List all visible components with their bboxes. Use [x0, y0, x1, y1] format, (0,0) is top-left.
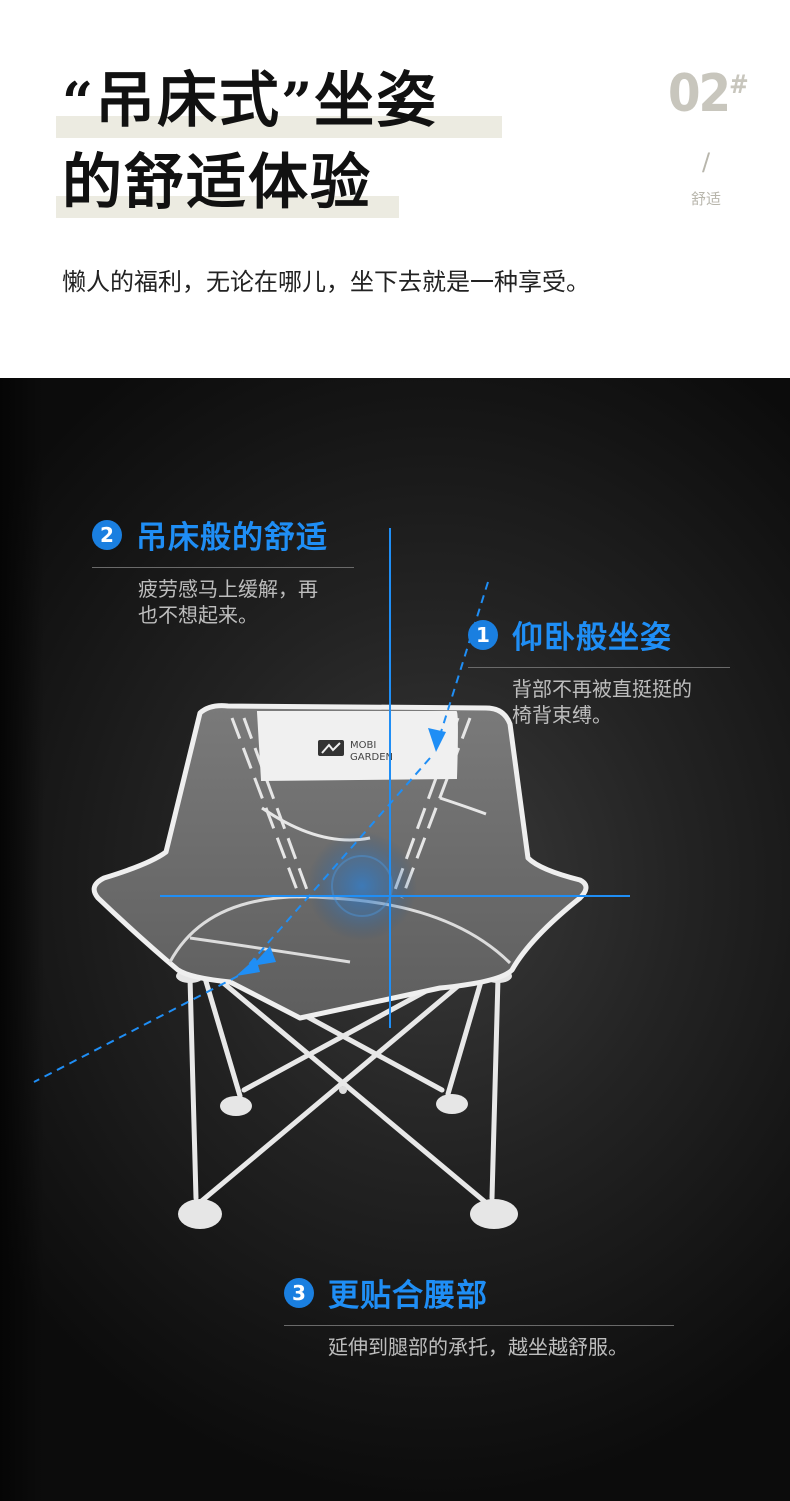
headline-highlight-2 — [56, 196, 399, 218]
feature-badge: 3 — [284, 1277, 314, 1308]
chair-illustration: MOBI GARDEN — [33, 528, 630, 1229]
feature-desc-line: 疲劳感马上缓解，再 — [138, 577, 318, 601]
feature-waist-fit: 3 更贴合腰部 延伸到腿部的承托，越坐越舒服。 — [284, 1270, 674, 1360]
feature-recline-posture: 1 仰卧般坐姿 背部不再被直挺挺的 椅背束缚。 — [468, 612, 730, 728]
section-number: 02# — [668, 64, 749, 124]
headline-word: 吊床式 — [95, 66, 282, 136]
chair-headrest — [256, 711, 458, 782]
feature-title: 仰卧般坐姿 — [512, 620, 672, 656]
feature-hammock-comfort: 2 吊床般的舒适 疲劳感马上缓解，再 也不想起来。 — [92, 512, 354, 628]
arrow-back-icon — [428, 728, 446, 752]
brand-line-1: MOBI — [350, 740, 376, 751]
guide-lines — [160, 528, 630, 1028]
feature-desc-line: 椅背束缚。 — [512, 703, 612, 727]
dark-edge-shade — [0, 378, 44, 1501]
section-slash: / — [701, 148, 711, 176]
feature-desc-line: 背部不再被直挺挺的 — [512, 677, 692, 701]
feature-description: 延伸到腿部的承托，越坐越舒服。 — [284, 1334, 674, 1360]
feature-badge: 1 — [468, 619, 498, 650]
arrow-seat-icon — [252, 946, 276, 966]
feature-badge: 2 — [92, 519, 122, 550]
feature-description: 疲劳感马上缓解，再 也不想起来。 — [92, 576, 354, 628]
headline-line-2: 的舒适体验 — [62, 148, 372, 218]
feature-desc-line: 也不想起来。 — [138, 603, 258, 627]
feature-title: 吊床般的舒适 — [136, 520, 328, 556]
feature-divider — [92, 567, 354, 568]
quote-close: ” — [281, 70, 315, 134]
comfort-glow — [307, 831, 417, 941]
headline-tail: 坐姿 — [314, 66, 439, 136]
quote-open: “ — [62, 70, 96, 134]
feature-desc-line: 延伸到腿部的承托，越坐越舒服。 — [328, 1335, 628, 1359]
section-tag: 舒适 — [690, 190, 721, 208]
feature-description: 背部不再被直挺挺的 椅背束缚。 — [468, 676, 730, 728]
feature-divider — [468, 667, 730, 668]
brand-logo-icon — [318, 740, 344, 756]
feature-title: 更贴合腰部 — [328, 1278, 488, 1314]
comfort-header-section: “吊床式”坐姿 的舒适体验 02# / 舒适 懒人的福利，无论在哪儿，坐下去就是… — [0, 0, 790, 378]
brand-line-2: GARDEN — [350, 752, 393, 763]
headline-highlight-1 — [56, 116, 502, 138]
feature-divider — [284, 1325, 674, 1326]
section-number-value: 02 — [668, 64, 731, 124]
section-number-hash: # — [729, 70, 749, 100]
subtitle: 懒人的福利，无论在哪儿，坐下去就是一种享受。 — [62, 268, 590, 296]
headline-line-1: “吊床式”坐姿 — [62, 66, 438, 137]
chair-feature-section: MOBI GARDEN — [0, 378, 790, 1501]
